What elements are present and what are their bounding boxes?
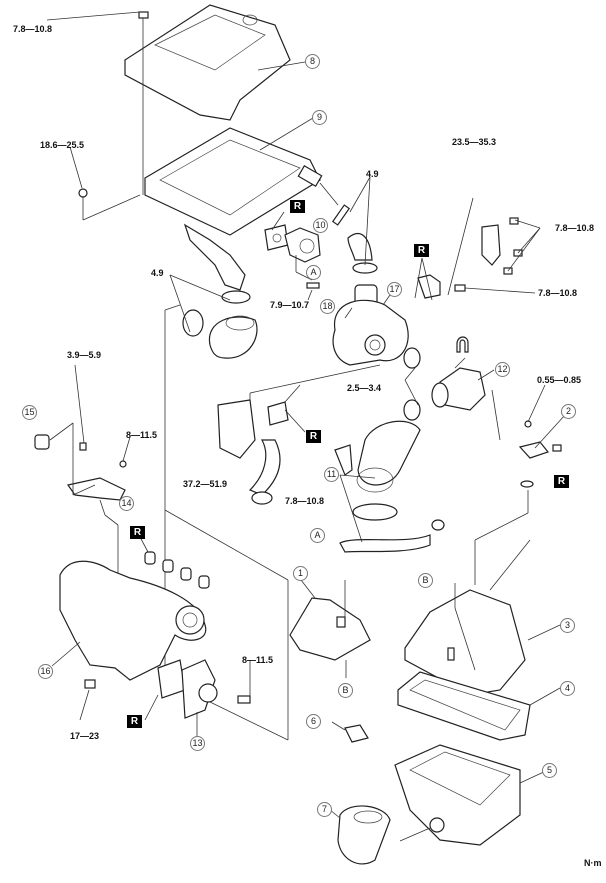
mount-rubber-part [344, 724, 369, 743]
part-callout-15: 15 [22, 405, 37, 420]
replace-badge: R [127, 715, 142, 728]
torque-spec-label: 8—11.5 [242, 655, 274, 665]
intake-manifold-part [59, 560, 207, 681]
oil-pipe-bracket-part [217, 399, 289, 505]
replace-badge: R [130, 526, 145, 539]
torque-spec-label: 0.55—0.85 [537, 375, 582, 385]
air-hose-part [334, 420, 445, 553]
throttle-body-part [157, 659, 218, 719]
part-callout-2: 2 [561, 404, 576, 419]
connection-mark-b: B [338, 683, 353, 698]
part-callout-7: 7 [317, 802, 332, 817]
bolt-icon [237, 695, 251, 704]
air-cleaner-case-part [394, 744, 521, 846]
part-callout-14: 14 [119, 496, 134, 511]
manifold-gaskets-part [144, 551, 210, 589]
throttle-fitting-part [264, 224, 321, 263]
air-cleaner-cover-part [404, 589, 526, 696]
torque-spec-label: 3.9—5.9 [67, 350, 102, 360]
torque-spec-label: 8—11.5 [126, 430, 158, 440]
bolt-icon [306, 282, 320, 289]
torque-spec-label: 7.8—10.8 [13, 24, 53, 34]
torque-spec-label: 2.5—3.4 [347, 383, 382, 393]
replace-badge: R [554, 475, 569, 488]
turbo-hose-part [331, 204, 378, 274]
part-callout-17: 17 [387, 282, 402, 297]
part-callout-11: 11 [324, 467, 339, 482]
fresh-air-duct-part [337, 805, 391, 865]
part-callout-1: 1 [293, 566, 308, 581]
bolt-icon [138, 11, 149, 195]
bolt-icon [84, 679, 96, 689]
torque-unit-label: N·m [584, 858, 602, 868]
torque-spec-label: 4.9 [366, 169, 379, 179]
torque-spec-label: 7.8—10.8 [285, 496, 325, 506]
part-callout-6: 6 [306, 714, 321, 729]
replace-badge: R [414, 244, 429, 257]
turbocharger-part [332, 284, 409, 366]
sensor-part [518, 420, 562, 488]
air-duct-part [289, 597, 371, 661]
replace-badge: R [306, 430, 321, 443]
torque-spec-label: 37.2—51.9 [183, 479, 228, 489]
part-callout-3: 3 [560, 618, 575, 633]
part-callout-18: 18 [320, 299, 335, 314]
air-filter-element-part [397, 671, 531, 741]
connection-mark-a: A [306, 265, 321, 280]
intercooler-cover-part [124, 4, 291, 121]
torque-spec-label: 17—23 [70, 731, 100, 741]
bracket-part [417, 217, 523, 299]
torque-spec-label: 18.6—25.5 [40, 140, 85, 150]
part-callout-5: 5 [542, 763, 557, 778]
torque-spec-label: 23.5—35.3 [452, 137, 497, 147]
torque-spec-label: 7.8—10.8 [555, 223, 595, 233]
intercooler-part [144, 127, 323, 291]
part-callout-4: 4 [560, 681, 575, 696]
torque-spec-label: 7.8—10.8 [538, 288, 578, 298]
inlet-pipe-part [403, 336, 486, 421]
part-callout-12: 12 [495, 362, 510, 377]
nut-icon [78, 188, 88, 198]
part-callout-10: 10 [313, 218, 328, 233]
part-callout-13: 13 [190, 736, 205, 751]
replace-badge: R [290, 200, 305, 213]
part-callout-16: 16 [38, 664, 53, 679]
torque-spec-label: 7.9—10.7 [270, 300, 310, 310]
part-callout-9: 9 [312, 110, 327, 125]
connection-mark-b: B [418, 573, 433, 588]
solenoid-part [34, 434, 127, 501]
connection-mark-a: A [310, 528, 325, 543]
torque-spec-label: 4.9 [151, 268, 164, 278]
part-callout-8: 8 [305, 54, 320, 69]
hose-clamp-part [182, 290, 258, 359]
